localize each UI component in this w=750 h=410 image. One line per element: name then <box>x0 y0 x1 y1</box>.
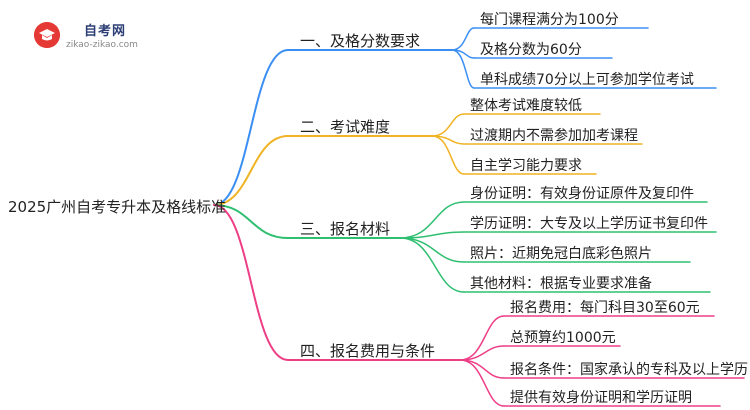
leaf-label: 及格分数为60分 <box>480 42 582 58</box>
leaf-label: 身份证明：有效身份证原件及复印件 <box>470 186 694 202</box>
leaf-connector <box>451 49 475 89</box>
leaf-connector <box>431 135 465 175</box>
leaf-connector <box>459 345 505 361</box>
logo-url: zikao-zikao.com <box>66 40 138 50</box>
branch-label: 二、考试难度 <box>300 118 391 136</box>
branch-connector <box>213 204 289 239</box>
leaf-connector <box>459 359 505 407</box>
leaf-label: 总预算约1000元 <box>510 330 616 346</box>
leaf-connector <box>399 237 465 293</box>
leaf-connector <box>399 201 465 239</box>
leaf-label: 报名费用：每门科目30至60元 <box>510 300 700 316</box>
root-node: 2025广州自考专升本及格线标准 <box>8 198 227 216</box>
branch-label: 四、报名费用与条件 <box>300 342 436 360</box>
branch-label: 一、及格分数要求 <box>300 32 421 50</box>
leaf-label: 自主学习能力要求 <box>470 158 582 174</box>
leaf-connector <box>459 315 505 361</box>
leaf-label: 其他材料：根据专业要求准备 <box>470 276 652 292</box>
leaf-connector <box>399 231 465 239</box>
leaf-connector <box>451 27 475 51</box>
leaf-label: 提供有效身份证明和学历证明 <box>510 390 692 406</box>
leaf-label: 过渡期内不需参加加考课程 <box>470 128 638 144</box>
branch-connector <box>213 204 289 361</box>
leaf-label: 照片：近期免冠白底彩色照片 <box>470 246 652 262</box>
leaf-label: 学历证明：大专及以上学历证书复印件 <box>470 216 708 232</box>
leaf-label: 整体考试难度较低 <box>470 98 582 114</box>
site-logo[interactable]: 自考网 zikao-zikao.com <box>34 16 154 52</box>
leaf-connector <box>431 113 465 137</box>
leaf-connector <box>399 237 465 263</box>
branch-connector <box>213 49 289 206</box>
branch-label: 三、报名材料 <box>300 220 391 238</box>
leaf-label: 报名条件：国家承认的专科及以上学历 <box>510 362 748 378</box>
leaf-label: 单科成绩70分以上可参加学位考试 <box>480 72 694 88</box>
leaf-connector <box>459 359 505 379</box>
leaf-label: 每门课程满分为100分 <box>480 12 619 28</box>
logo-title: 自考网 <box>84 24 127 39</box>
branch-connector <box>213 135 289 206</box>
graduation-cap-icon <box>34 22 60 48</box>
